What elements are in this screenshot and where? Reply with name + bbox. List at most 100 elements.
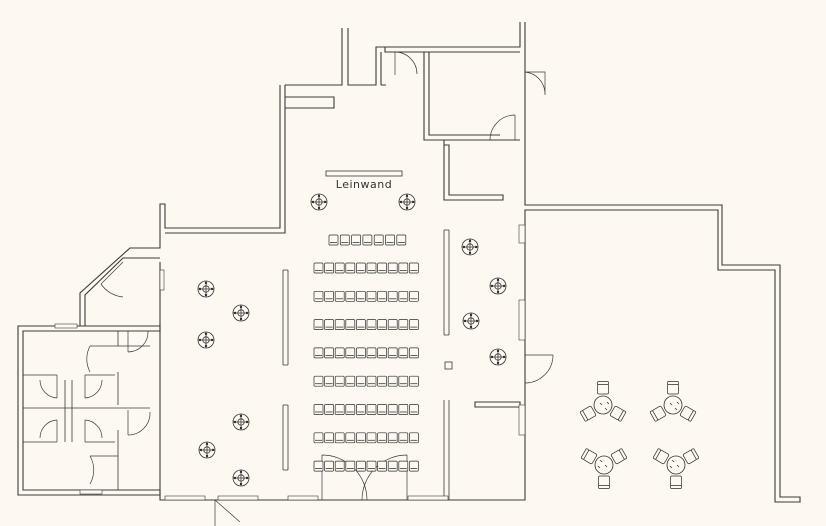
seat: [398, 375, 409, 387]
chair: [609, 405, 627, 422]
seat: [356, 290, 366, 302]
round-tables: [579, 381, 700, 489]
chair: [652, 448, 670, 465]
walls: [17, 22, 801, 503]
round-table: [652, 448, 700, 489]
seat: [409, 460, 419, 472]
seat: [313, 262, 324, 274]
seat: [396, 234, 407, 246]
seat: [377, 404, 387, 415]
seat: [387, 319, 398, 330]
seat: [324, 460, 334, 472]
seat: [387, 460, 398, 472]
seat: [366, 319, 377, 330]
seat: [377, 319, 387, 330]
seat: [377, 460, 387, 472]
ceiling-speaker-icon: [232, 304, 250, 322]
seat: [398, 460, 409, 472]
seat: [409, 319, 419, 330]
theater-seating: [313, 234, 419, 472]
seat: [398, 319, 409, 330]
seat: [324, 404, 334, 415]
chair: [579, 405, 597, 422]
seat: [377, 432, 387, 444]
ceiling-speaker-icon: [232, 413, 250, 431]
seat: [334, 290, 345, 302]
seat: [398, 432, 409, 444]
chair: [667, 381, 679, 395]
seat: [334, 347, 345, 359]
seat: [345, 460, 356, 472]
seat: [366, 432, 377, 444]
seat: [377, 262, 387, 274]
doors: [39, 51, 554, 526]
round-table: [580, 448, 628, 489]
seat: [377, 290, 387, 302]
chair: [670, 475, 682, 489]
seat: [324, 290, 334, 302]
chair: [580, 448, 598, 465]
seat: [345, 375, 356, 387]
round-table: [649, 381, 697, 422]
seat: [373, 234, 384, 246]
seat: [409, 404, 419, 415]
seat: [366, 375, 377, 387]
chair: [598, 475, 610, 489]
ceiling-speaker-icon: [198, 441, 216, 459]
seat: [409, 290, 419, 302]
ceiling-speaker-icon: [310, 193, 328, 211]
seat: [313, 347, 324, 359]
seat: [409, 262, 419, 274]
seat: [398, 404, 409, 415]
seat: [377, 347, 387, 359]
seat: [366, 460, 377, 472]
seat: [385, 234, 395, 246]
seat: [387, 262, 398, 274]
seat: [398, 290, 409, 302]
seat: [387, 347, 398, 359]
seat: [366, 347, 377, 359]
seat: [334, 432, 345, 444]
windows: [54, 224, 526, 501]
seat: [362, 234, 373, 246]
seat: [356, 432, 366, 444]
seat: [334, 375, 345, 387]
seat: [409, 432, 419, 444]
ceiling-speaker-icon: [197, 331, 215, 349]
seat: [324, 319, 334, 330]
seat: [351, 234, 361, 246]
seat: [339, 234, 350, 246]
seat: [313, 319, 324, 330]
seat: [334, 460, 345, 472]
chair: [610, 448, 628, 465]
seat: [398, 262, 409, 274]
seat: [324, 432, 334, 444]
seat: [356, 375, 366, 387]
seat: [313, 375, 324, 387]
seat: [324, 375, 334, 387]
seat: [345, 319, 356, 330]
seat: [324, 347, 334, 359]
ceiling-speaker-icon: [462, 312, 480, 330]
seat: [398, 347, 409, 359]
chair: [649, 405, 667, 422]
seat: [387, 290, 398, 302]
screen-label: Leinwand: [336, 178, 392, 191]
ceiling-speaker-icon: [197, 280, 215, 298]
seat: [387, 432, 398, 444]
seat: [345, 290, 356, 302]
seat: [366, 404, 377, 415]
seat: [334, 319, 345, 330]
seat: [356, 347, 366, 359]
seat: [409, 375, 419, 387]
seat: [387, 404, 398, 415]
seat: [356, 404, 366, 415]
seat: [328, 234, 339, 246]
seat: [313, 290, 324, 302]
seat: [313, 460, 324, 472]
seat: [334, 404, 345, 415]
seat: [387, 375, 398, 387]
chair: [597, 381, 609, 395]
round-table: [579, 381, 627, 422]
seat: [313, 432, 324, 444]
